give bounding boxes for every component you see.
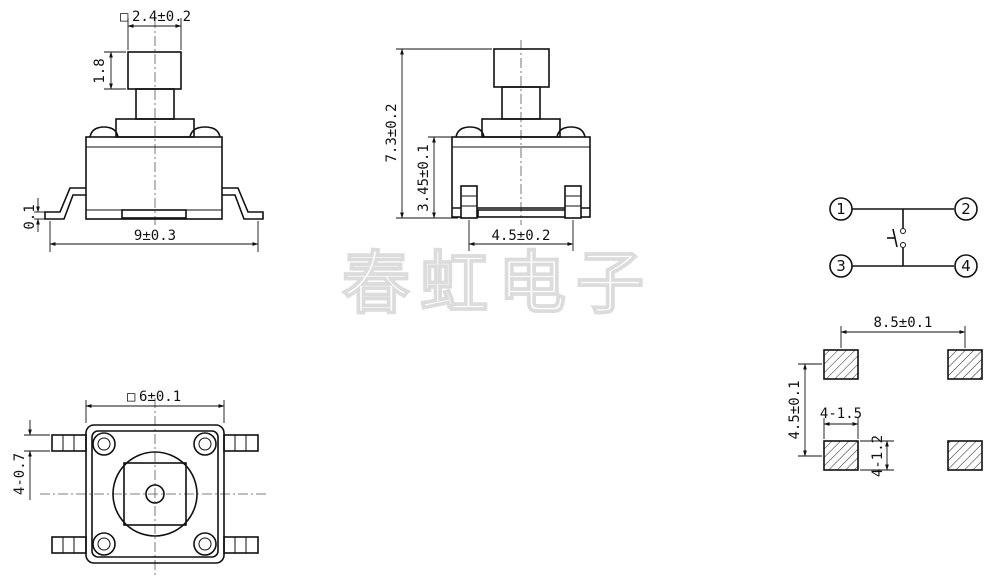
pin-4-label: 4 <box>961 257 971 275</box>
schematic: 1 2 3 4 <box>829 197 978 278</box>
pad-height-label: 4-1.2 <box>870 435 886 477</box>
watermark-text: 春虹电子 <box>342 245 654 324</box>
top-view: □ 6±0.1 4-0.7 <box>12 389 268 578</box>
side-view: 7.3±0.2 3.45±0.1 4.5±0.2 <box>384 40 591 251</box>
pad-width-label: 4-1.5 <box>820 406 862 422</box>
actuator-height-label: 1.8 <box>92 58 108 83</box>
front-view: □ 2.4±0.2 1.8 9±0.3 0.1 <box>22 9 264 252</box>
body-size-label: 6±0.1 <box>139 389 181 405</box>
pad-layout: 8.5±0.1 4.5±0.1 4-1.5 4-1.2 <box>787 315 983 477</box>
pin-3-label: 3 <box>836 257 846 275</box>
body-width-label: 9±0.3 <box>134 228 176 244</box>
body-height-label: 3.45±0.1 <box>416 144 432 211</box>
pitch-x-label: 8.5±0.1 <box>873 315 932 331</box>
lead-thickness-label: 0.1 <box>22 204 38 229</box>
lead-width-label: 4-0.7 <box>12 453 28 495</box>
body-size-prefix: □ <box>127 389 136 405</box>
actuator-width-prefix: □ <box>120 9 129 25</box>
actuator-width-label: 2.4±0.2 <box>132 9 191 25</box>
pin-2-label: 2 <box>961 200 971 218</box>
pitch-y-label: 4.5±0.1 <box>787 380 803 439</box>
pin-1-label: 1 <box>836 200 846 218</box>
lead-pitch-label: 4.5±0.2 <box>491 228 550 244</box>
total-height-label: 7.3±0.2 <box>384 103 400 162</box>
